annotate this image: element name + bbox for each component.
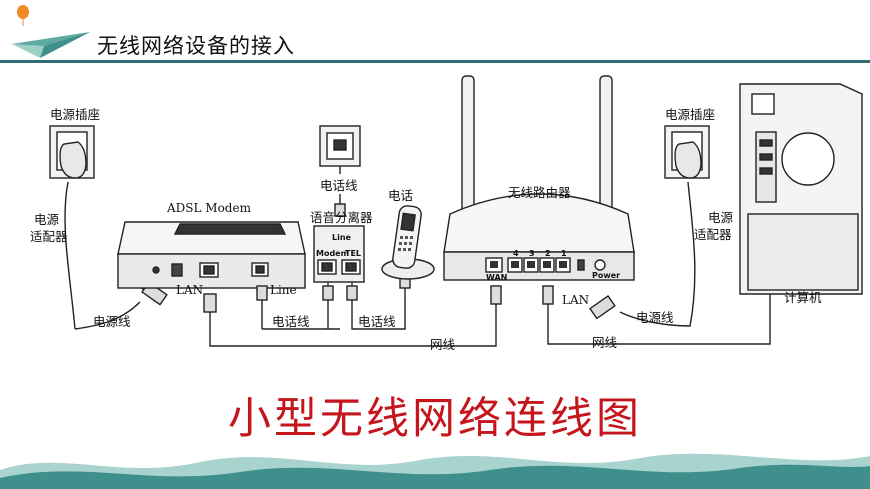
label-router: 无线路由器 [508, 185, 571, 200]
right-wall-socket [664, 125, 710, 179]
label-router-port-1: 1 [561, 249, 567, 258]
label-right-power-cable: 电源线 [636, 310, 674, 325]
label-splitter-modem-port: Modem [316, 249, 349, 258]
balloon-icon [17, 5, 29, 26]
label-phone-line-b: 电话线 [358, 314, 396, 329]
label-right-socket: 电源插座 [665, 107, 715, 122]
paper-plane-icon [12, 32, 90, 58]
label-left-socket: 电源插座 [50, 107, 100, 122]
left-power-cord [64, 181, 76, 330]
header: 无线网络设备的接入 [0, 0, 870, 63]
label-router-power: Power [592, 271, 620, 280]
voice-splitter [313, 225, 365, 283]
label-router-port-3: 3 [529, 249, 535, 258]
network-diagram: 电源插座 电源 适配器 电源线 ADSL Modem LAN Line 电话线 … [30, 75, 863, 352]
label-modem-lan: LAN [176, 283, 203, 297]
footer-waves [0, 453, 870, 489]
label-left-adapter-2: 适配器 [30, 229, 68, 244]
label-network-cable-b: 网线 [592, 335, 618, 350]
computer-tower [739, 83, 863, 295]
label-left-power-cable: 电源线 [93, 314, 131, 329]
label-phone: 电话 [388, 188, 413, 203]
label-computer: 计算机 [784, 290, 822, 305]
label-router-port-4: 4 [513, 249, 519, 258]
label-router-lan: LAN [562, 293, 589, 307]
adsl-modem [117, 221, 306, 289]
main-title: 小型无线网络连线图 [228, 394, 642, 444]
header-divider [0, 60, 870, 63]
wireless-router [443, 193, 635, 281]
label-right-adapter-1: 电源 [708, 210, 734, 225]
phone-wall-socket [319, 125, 361, 174]
label-network-cable-a: 网线 [430, 337, 456, 352]
right-power-cord [619, 181, 696, 327]
modem-to-router-cable [209, 294, 497, 347]
label-router-wan: WAN [486, 273, 507, 282]
label-phone-line-a: 电话线 [272, 314, 310, 329]
label-modem-line: Line [270, 283, 297, 297]
page-title: 无线网络设备的接入 [97, 34, 295, 58]
label-phone-line-top: 电话线 [320, 178, 358, 193]
label-splitter-line-port: Line [332, 233, 352, 242]
label-splitter: 语音分离器 [310, 210, 373, 225]
left-dc-cord [74, 301, 141, 330]
label-router-port-2: 2 [545, 249, 551, 258]
router-antenna-left [461, 75, 475, 227]
label-left-adapter-1: 电源 [34, 212, 60, 227]
label-splitter-tel-port: TEL [345, 249, 361, 258]
left-wall-socket [49, 125, 95, 179]
label-modem: ADSL Modem [166, 201, 252, 215]
telephone [381, 205, 435, 280]
label-right-adapter-2: 适配器 [694, 227, 732, 242]
